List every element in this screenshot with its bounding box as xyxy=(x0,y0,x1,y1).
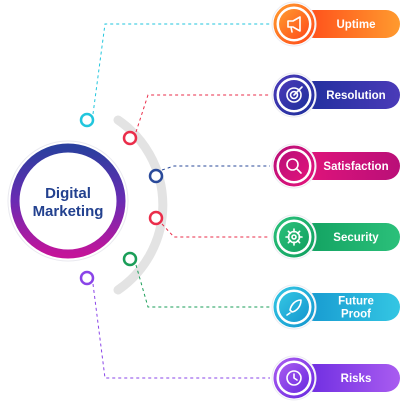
pill-uptime: Uptime xyxy=(271,1,400,47)
magnifier-icon xyxy=(286,158,302,174)
pill-label-line: Proof xyxy=(341,309,371,321)
clock-icon xyxy=(286,370,302,386)
pill-icon-badge xyxy=(271,355,317,401)
arc-dot-5 xyxy=(122,251,138,267)
arc-dot-6 xyxy=(79,270,95,286)
connector-4 xyxy=(161,223,270,238)
pill-background xyxy=(300,81,400,109)
pill-security: Security xyxy=(271,214,400,260)
pill-background xyxy=(300,10,400,38)
arc-dot-3 xyxy=(148,168,164,184)
pill-icon-badge xyxy=(271,72,317,118)
center-node: Digital Marketing xyxy=(7,140,129,262)
item-pills: UptimeResolutionSatisfactionSecurityFutu… xyxy=(271,1,400,401)
pill-label-line: Uptime xyxy=(337,19,376,31)
connector-3 xyxy=(161,165,270,171)
pill-label-line: Future xyxy=(338,296,374,308)
pill-risks: Risks xyxy=(271,355,400,401)
pill-icon-badge xyxy=(271,143,317,189)
pill-resolution: Resolution xyxy=(271,72,400,118)
pill-label-line: Resolution xyxy=(326,90,385,102)
target-icon xyxy=(286,86,303,103)
pill-label-line: Satisfaction xyxy=(323,161,388,173)
megaphone-icon xyxy=(287,16,301,33)
arc-dot-4 xyxy=(148,210,164,226)
gear-icon xyxy=(285,228,303,246)
arc-dots xyxy=(79,112,164,286)
pill-satisfaction: Satisfaction xyxy=(271,143,400,189)
connector-1 xyxy=(92,23,270,115)
connector-lines xyxy=(92,23,270,379)
connector-6 xyxy=(92,283,270,379)
arc-dot-2 xyxy=(122,130,138,146)
center-title-line2: Marketing xyxy=(33,203,104,220)
pill-background xyxy=(300,223,400,251)
rocket-icon xyxy=(286,299,302,316)
pill-background xyxy=(300,364,400,392)
pill-label-line: Security xyxy=(333,232,379,244)
pill-background xyxy=(300,152,400,180)
pill-background xyxy=(300,293,400,321)
pill-icon-badge xyxy=(271,214,317,260)
pill-label-line: Risks xyxy=(341,373,372,385)
arc-dot-1 xyxy=(79,112,95,128)
center-title-line1: Digital xyxy=(45,185,91,202)
connector-5 xyxy=(135,264,270,308)
connector-2 xyxy=(135,94,270,133)
pill-icon-badge xyxy=(271,284,317,330)
pill-icon-badge xyxy=(271,1,317,47)
outer-arc xyxy=(113,115,168,295)
